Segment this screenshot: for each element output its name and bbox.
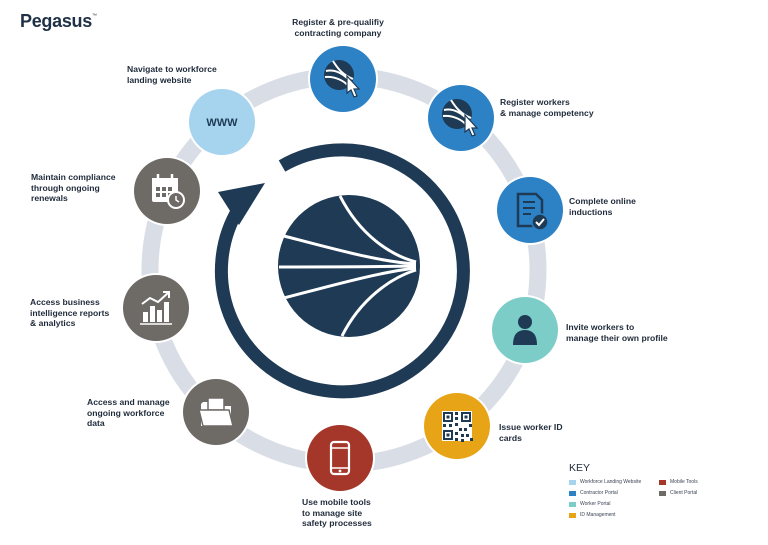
step-node-1 — [308, 44, 378, 114]
legend-item: Workforce Landing Website — [569, 477, 641, 487]
folder-icon — [198, 397, 234, 427]
qr-code-icon — [442, 411, 473, 442]
mobile-phone-icon — [329, 440, 351, 476]
svg-text:WWW: WWW — [206, 117, 238, 129]
step-node-5 — [422, 391, 492, 461]
step-label-workforce-data: Access and manage ongoing workforce data — [87, 397, 170, 428]
step-node-2 — [426, 83, 496, 153]
pegasus-logo: Pegasus™ — [20, 11, 97, 31]
step-node-circle — [189, 89, 255, 155]
hand-pointer-icon — [324, 60, 361, 98]
legend-item: Contractor Portal — [569, 488, 618, 498]
legend-label: Workforce Landing Website — [580, 479, 642, 485]
step-node-10: WWW — [187, 87, 257, 157]
step-label-invite-workers: Invite workers to manage their own profi… — [566, 322, 668, 343]
step-label-mobile-tools: Use mobile tools to manage site safety p… — [302, 497, 372, 528]
legend-label: ID Management — [580, 512, 616, 518]
step-node-circle — [123, 275, 189, 341]
legend-swatch — [659, 490, 666, 496]
step-label-navigate-website: Navigate to workforce landing website — [127, 64, 217, 85]
www-icon: WWW — [206, 117, 238, 129]
legend-item: Client Portal — [659, 488, 697, 498]
step-label-register-company: Register & pre-qualifiy contracting comp… — [292, 17, 384, 38]
hand-pointer-icon — [442, 99, 479, 137]
legend-label: Mobile Tools — [670, 479, 698, 485]
step-node-9 — [132, 156, 202, 226]
bar-chart-icon — [140, 291, 172, 325]
legend-item: ID Management — [569, 510, 616, 520]
document-check-icon — [516, 192, 549, 231]
cycle-arrow — [214, 143, 470, 399]
person-icon — [513, 315, 537, 345]
legend-item: Worker Portal — [569, 499, 610, 509]
legend-swatch — [569, 479, 576, 485]
legend-item: Mobile Tools — [659, 477, 698, 487]
step-node-7 — [181, 377, 251, 447]
center-logo-mark — [278, 195, 420, 337]
step-node-circle — [307, 425, 373, 491]
calendar-clock-icon — [152, 174, 185, 209]
step-label-id-cards: Issue worker ID cards — [499, 422, 563, 443]
step-label-online-inductions: Complete online inductions — [569, 196, 636, 217]
step-node-circle — [497, 177, 563, 243]
step-node-6 — [305, 423, 375, 493]
legend-swatch — [659, 479, 666, 485]
legend-swatch — [569, 512, 576, 518]
step-label-business-intelligence: Access business intelligence reports & a… — [30, 297, 110, 328]
legend-label: Client Portal — [670, 490, 698, 496]
step-label-maintain-compliance: Maintain compliance through ongoing rene… — [31, 172, 116, 203]
step-node-8 — [121, 273, 191, 343]
legend-swatch — [569, 490, 576, 496]
cycle-arrowhead — [218, 183, 265, 225]
step-node-3 — [495, 175, 565, 245]
legend-label: Worker Portal — [580, 501, 611, 507]
legend-label: Contractor Portal — [580, 490, 618, 496]
legend-swatch — [569, 501, 576, 507]
step-label-register-workers: Register workers & manage competency — [500, 97, 594, 118]
legend-title: KEY — [569, 462, 591, 474]
step-node-4 — [490, 295, 560, 365]
